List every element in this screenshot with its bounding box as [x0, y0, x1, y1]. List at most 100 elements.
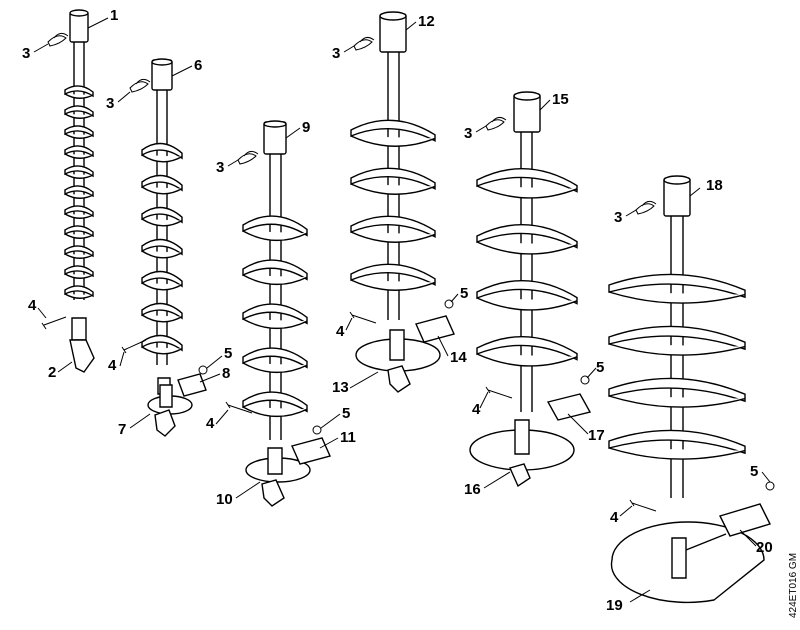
callout-5: 5	[224, 345, 232, 362]
auger-flight-edge	[608, 447, 746, 460]
auger-flight-edge	[476, 185, 578, 199]
auger-flight-edge	[64, 193, 94, 199]
callout-3: 3	[106, 95, 114, 112]
callout-3: 3	[22, 45, 30, 62]
auger-12	[350, 11, 436, 320]
auger-flight-edge	[350, 279, 436, 291]
auger-flight	[64, 145, 94, 158]
bolt-4	[349, 311, 377, 324]
callout-1: 1	[110, 7, 118, 24]
callout-5: 5	[750, 463, 758, 480]
callout-5: 5	[596, 359, 604, 376]
auger-flight	[608, 377, 746, 403]
auger-flight	[608, 325, 746, 351]
clip-pin-3	[353, 36, 375, 51]
auger-flight-edge	[608, 343, 746, 356]
screw-5	[765, 481, 775, 491]
callout-labels: 1 2 3 4 6 3 4 7 8 5 9 3 4 10 11 5 12 3 4…	[22, 7, 773, 614]
auger-flight-edge	[350, 135, 436, 147]
auger-flight-edge	[242, 362, 308, 374]
auger-flight-edge	[141, 314, 183, 323]
bolt-4	[121, 339, 147, 354]
auger-flight	[141, 334, 183, 352]
auger-flight-edge	[242, 318, 308, 330]
callout-7: 7	[118, 421, 126, 438]
auger-flight-edge	[64, 113, 94, 119]
auger-flight-edge	[141, 186, 183, 195]
blade-17	[546, 393, 592, 421]
auger-1	[64, 9, 95, 373]
auger-flight-edge	[64, 253, 94, 259]
auger-flight-edge	[64, 173, 94, 179]
auger-flight	[64, 85, 94, 98]
callout-11: 11	[340, 429, 356, 446]
bolt-4	[225, 401, 253, 414]
auger-flight	[350, 215, 436, 238]
auger-flight-edge	[242, 406, 308, 418]
callout-15: 15	[552, 91, 569, 108]
auger-flight	[242, 259, 308, 281]
auger-flight-edge	[64, 153, 94, 159]
auger-flight-edge	[476, 241, 578, 255]
callout-9: 9	[302, 119, 310, 136]
bolt-4	[629, 499, 657, 512]
auger-flight	[141, 302, 183, 320]
callout-4: 4	[610, 509, 619, 526]
auger-flight	[608, 273, 746, 299]
auger-flight	[350, 263, 436, 286]
auger-flight-edge	[64, 233, 94, 239]
auger-flight-edge	[64, 273, 94, 279]
bolt-4	[41, 316, 67, 330]
callout-2: 2	[48, 364, 56, 381]
auger-flight-edge	[141, 154, 183, 163]
clip-pin-3	[237, 150, 259, 165]
blade-8	[177, 373, 207, 397]
clip-pin-3	[129, 78, 151, 93]
auger-15	[476, 91, 578, 412]
callout-20: 20	[756, 539, 773, 556]
auger-flight-edge	[64, 213, 94, 219]
auger-flight	[64, 185, 94, 198]
auger-flight	[64, 105, 94, 118]
callout-10: 10	[216, 491, 233, 508]
callout-5: 5	[342, 405, 350, 422]
auger-flight-edge	[141, 346, 183, 355]
clip-pin-3	[47, 32, 69, 47]
callout-16: 16	[464, 481, 481, 498]
auger-flight	[476, 335, 578, 361]
auger-flight	[64, 165, 94, 178]
callout-3: 3	[216, 159, 224, 176]
auger-flight-edge	[64, 133, 94, 139]
auger-flight-edge	[141, 282, 183, 291]
auger-flight	[141, 142, 183, 160]
auger-flight	[350, 167, 436, 190]
auger-flight	[64, 245, 94, 258]
clip-pin-3	[485, 116, 507, 131]
auger-flight-edge	[242, 274, 308, 286]
auger-flight-edge	[64, 293, 94, 299]
auger-flight-edge	[350, 231, 436, 243]
blade-20	[685, 503, 771, 551]
auger-flight	[242, 303, 308, 325]
callout-4: 4	[108, 357, 117, 374]
cutting-head-10	[245, 447, 311, 507]
bolt-4	[485, 386, 513, 399]
callout-4: 4	[336, 323, 345, 340]
auger-flight-edge	[141, 218, 183, 227]
blade-14	[415, 315, 455, 343]
cutting-head-19	[610, 521, 765, 604]
auger-flight-edge	[476, 353, 578, 367]
blade-11	[291, 437, 331, 465]
callout-5: 5	[460, 285, 468, 302]
auger-flight	[608, 429, 746, 455]
auger-flight	[242, 215, 308, 237]
callout-13: 13	[332, 379, 349, 396]
callout-3: 3	[332, 45, 340, 62]
auger-flight-edge	[608, 291, 746, 304]
cutting-head-7	[147, 384, 193, 437]
cutting-head-16	[469, 419, 575, 488]
callout-4: 4	[472, 401, 481, 418]
auger-flight	[242, 347, 308, 369]
auger-flight	[476, 223, 578, 249]
auger-flight	[64, 125, 94, 138]
